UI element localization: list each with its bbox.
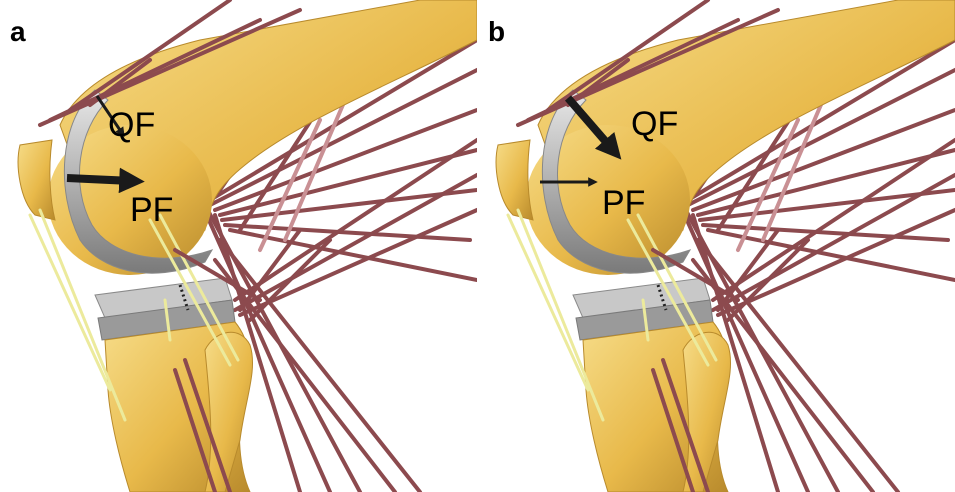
knee-model-image <box>478 0 955 492</box>
panel-b: b QF PF <box>478 0 955 492</box>
fibula-bone <box>205 332 253 492</box>
muscle-strand <box>235 175 477 310</box>
pf-label: PF <box>130 193 173 227</box>
fibula-bone <box>683 332 731 492</box>
patella-bone <box>18 140 55 220</box>
patella-bone <box>496 140 533 220</box>
panel-letter: b <box>488 18 505 46</box>
muscle-strand <box>713 175 955 310</box>
qf-label: QF <box>631 107 678 141</box>
pf-force-arrow <box>67 178 132 181</box>
panel-letter: a <box>10 18 26 46</box>
panel-a: a QF PF <box>0 0 477 492</box>
knee-model-image <box>0 0 477 492</box>
qf-label: QF <box>108 108 155 142</box>
pf-label: PF <box>602 186 645 220</box>
